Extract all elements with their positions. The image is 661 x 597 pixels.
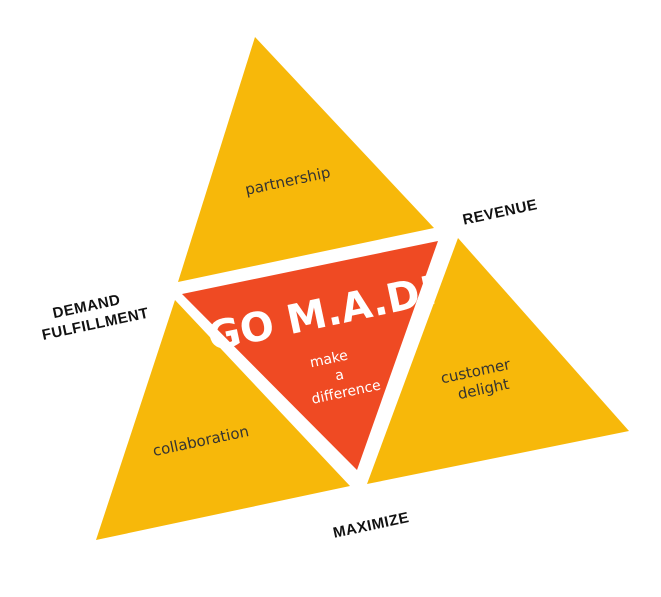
revenue-label: REVENUE xyxy=(461,196,539,228)
center-triangle-go-mad xyxy=(182,241,438,470)
left-triangle-collaboration xyxy=(96,300,350,540)
right-triangle-customer-delight xyxy=(367,238,629,484)
maximize-label: MAXIMIZE xyxy=(332,509,411,542)
center-subtitle-line2: a xyxy=(334,367,346,384)
top-triangle-partnership xyxy=(178,37,434,282)
center-subtitle-line1: make xyxy=(308,348,349,372)
